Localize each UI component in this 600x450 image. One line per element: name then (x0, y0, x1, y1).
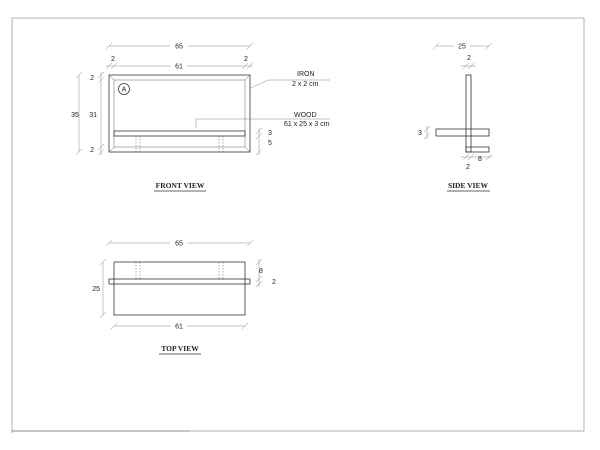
top-view: 65 61 25 8 2 TOP VIEW (92, 238, 276, 355)
svg-text:3: 3 (268, 130, 272, 137)
front-view: A 65 2 2 61 35 (71, 41, 330, 192)
svg-text:61 x 25 x 3 cm: 61 x 25 x 3 cm (284, 121, 330, 128)
svg-text:65: 65 (175, 241, 183, 248)
front-dim-overall-width: 65 (105, 41, 254, 51)
front-frame-outer (108, 74, 251, 153)
svg-text:8: 8 (478, 156, 482, 163)
svg-text:65: 65 (175, 44, 183, 51)
side-dim-top: 2 (461, 55, 476, 70)
front-shelf (113, 130, 246, 137)
svg-text:IRON: IRON (297, 71, 315, 78)
top-dim-inner-width: 61 (110, 321, 249, 331)
svg-text:61: 61 (175, 324, 183, 331)
front-iron-callout: IRON 2 x 2 cm (250, 71, 330, 89)
svg-text:25: 25 (92, 286, 100, 293)
side-post (465, 74, 472, 153)
svg-text:8: 8 (259, 268, 263, 275)
svg-text:2: 2 (272, 279, 276, 286)
svg-text:2 x 2 cm: 2 x 2 cm (292, 81, 319, 88)
svg-text:2: 2 (466, 164, 470, 171)
svg-text:2: 2 (467, 55, 471, 62)
front-dim-shelf: 3 5 (255, 127, 272, 156)
svg-text:3: 3 (418, 130, 422, 137)
top-dim-offset: 8 2 (255, 258, 276, 288)
front-marker-circle (118, 83, 130, 95)
svg-text:25: 25 (458, 44, 466, 51)
svg-text:35: 35 (71, 112, 79, 119)
side-view-title: SIDE VIEW (448, 181, 489, 190)
top-dim-overall-width: 65 (105, 238, 254, 248)
top-dim-depth: 25 (92, 258, 107, 319)
svg-text:5: 5 (268, 140, 272, 147)
front-dim-inner-height: 31 (89, 71, 105, 156)
top-hidden-legs (135, 262, 224, 279)
front-dim-frame-right: 2 (244, 56, 248, 63)
side-dim-bottom: 8 2 (461, 153, 493, 171)
front-dim-frame-left: 2 (111, 56, 115, 63)
front-dim-frame-top: 2 (90, 75, 94, 82)
top-view-title: TOP VIEW (161, 344, 199, 353)
svg-text:61: 61 (175, 64, 183, 71)
front-wood-callout: WOOD 61 x 25 x 3 cm (195, 112, 330, 128)
top-frame-bar (108, 278, 251, 285)
front-view-title: FRONT VIEW (156, 181, 205, 190)
front-dim-frame-bottom: 2 (90, 147, 94, 154)
top-shelf (113, 261, 246, 316)
front-hidden-legs (135, 136, 224, 152)
sheet-border (11, 17, 585, 433)
front-dim-inner-width: 61 (105, 61, 254, 71)
side-dim-depth: 25 (432, 41, 493, 51)
side-view: 25 2 3 8 2 SIDE VIEW (418, 41, 493, 192)
svg-text:31: 31 (89, 112, 97, 119)
side-dim-shelf: 3 (418, 125, 431, 140)
side-shelf (435, 128, 490, 137)
svg-text:WOOD: WOOD (294, 112, 317, 119)
front-frame-inner (113, 79, 246, 148)
front-marker-label: A (122, 87, 127, 94)
front-dim-overall-height: 35 (71, 71, 83, 156)
side-foot (465, 146, 490, 153)
